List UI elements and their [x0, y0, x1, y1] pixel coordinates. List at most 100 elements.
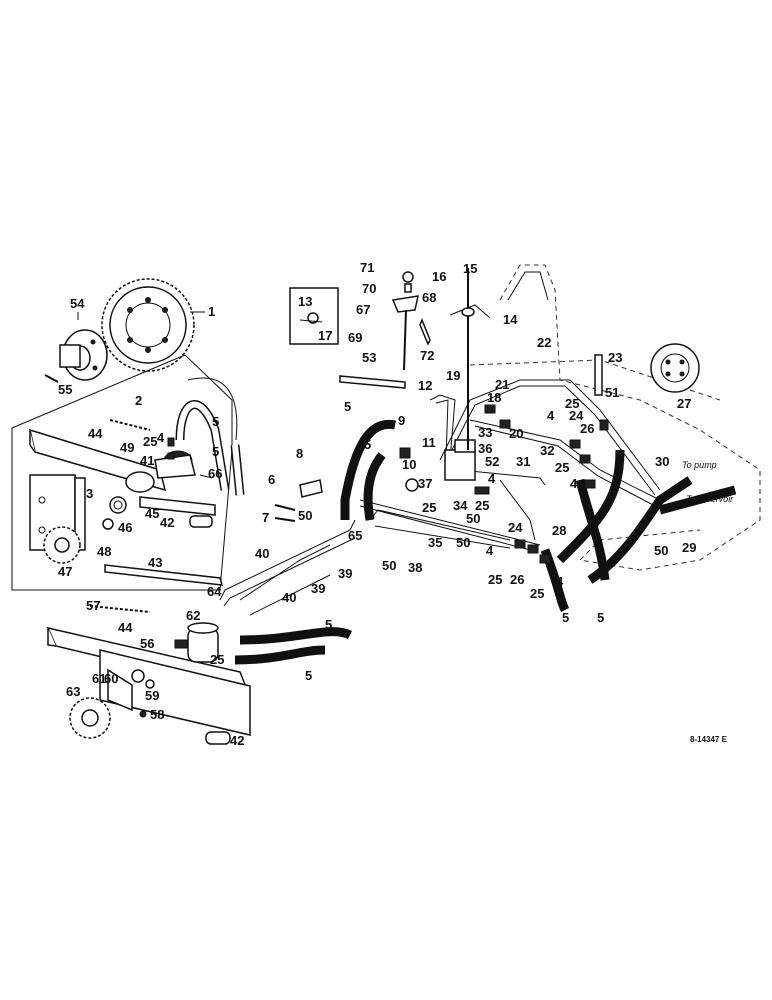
label-55: 55: [58, 382, 72, 397]
label-15: 15: [463, 261, 477, 276]
upper-small-parts: [274, 271, 700, 522]
label-37: 37: [418, 476, 432, 491]
label-5-d: 5: [325, 617, 332, 632]
label-24-a: 24: [569, 408, 584, 423]
label-4-d: 4: [570, 476, 578, 491]
label-20: 20: [509, 426, 523, 441]
label-4-c: 4: [547, 408, 555, 423]
label-21: 21: [495, 377, 509, 392]
label-43: 43: [148, 555, 162, 570]
label-5-h: 5: [597, 610, 604, 625]
label-54: 54: [70, 296, 85, 311]
hub-part: [44, 312, 108, 383]
label-42-a: 42: [160, 515, 174, 530]
label-12: 12: [418, 378, 432, 393]
label-69: 69: [348, 330, 362, 345]
label-2: 2: [135, 393, 142, 408]
figure-reference: 8-14347 E: [690, 735, 728, 744]
label-34: 34: [453, 498, 468, 513]
label-33: 33: [478, 425, 492, 440]
label-46: 46: [118, 520, 132, 535]
label-40-b: 40: [282, 590, 296, 605]
control-valve: [399, 268, 609, 564]
label-59: 59: [145, 688, 159, 703]
label-50-d: 50: [466, 511, 480, 526]
label-27: 27: [677, 396, 691, 411]
label-26-a: 26: [580, 421, 594, 436]
label-8: 8: [296, 446, 303, 461]
label-1: 1: [208, 304, 215, 319]
label-4-b: 4: [488, 471, 496, 486]
label-39-b: 39: [338, 566, 352, 581]
hose-assemblies: [234, 419, 737, 665]
label-22: 22: [537, 335, 551, 350]
label-14: 14: [503, 312, 518, 327]
label-23: 23: [608, 350, 622, 365]
label-5-a: 5: [212, 414, 219, 429]
label-5-f: 5: [364, 437, 371, 452]
label-9: 9: [398, 413, 405, 428]
label-48: 48: [97, 544, 111, 559]
label-51: 51: [605, 385, 619, 400]
label-10: 10: [402, 457, 416, 472]
label-7: 7: [262, 510, 269, 525]
label-70: 70: [362, 281, 376, 296]
label-53: 53: [362, 350, 376, 365]
label-31: 31: [516, 454, 530, 469]
label-72: 72: [420, 348, 434, 363]
label-25-c: 25: [475, 498, 489, 513]
steel-lines: [219, 379, 661, 616]
label-25-g: 25: [488, 572, 502, 587]
label-4-f: 4: [556, 574, 564, 589]
label-25-b: 25: [210, 652, 224, 667]
label-41: 41: [140, 453, 154, 468]
label-26-b: 26: [510, 572, 524, 587]
label-17: 17: [318, 328, 332, 343]
label-32: 32: [540, 443, 554, 458]
label-65: 65: [348, 528, 362, 543]
label-61: 61: [92, 671, 106, 686]
label-25-h: 25: [530, 586, 544, 601]
label-45: 45: [145, 506, 159, 521]
annotation-to-reservoir: To reservoir: [686, 494, 734, 504]
label-50-c: 50: [456, 535, 470, 550]
label-24-b: 24: [508, 520, 523, 535]
label-64: 64: [207, 584, 222, 599]
label-71: 71: [360, 260, 374, 275]
label-3: 3: [86, 486, 93, 501]
label-16: 16: [432, 269, 446, 284]
label-19: 19: [446, 368, 460, 383]
label-36: 36: [478, 441, 492, 456]
label-25-a: 25: [143, 434, 157, 449]
label-50-e: 50: [654, 543, 668, 558]
label-28: 28: [552, 523, 566, 538]
annotation-to-pump: To pump: [682, 460, 717, 470]
label-5-b: 5: [212, 444, 219, 459]
label-25-d: 25: [422, 500, 436, 515]
label-6: 6: [268, 472, 275, 487]
lower-motor-assembly: [46, 605, 251, 745]
label-5-c: 5: [305, 668, 312, 683]
label-50-b: 50: [382, 558, 396, 573]
label-30: 30: [655, 454, 669, 469]
label-5-g: 5: [562, 610, 569, 625]
label-4-a: 4: [157, 430, 165, 445]
label-47: 47: [58, 564, 72, 579]
label-66: 66: [208, 466, 222, 481]
label-44-b: 44: [118, 620, 133, 635]
label-67: 67: [356, 302, 370, 317]
label-58: 58: [150, 707, 164, 722]
sprocket-part: [101, 278, 205, 372]
label-62: 62: [186, 608, 200, 623]
callout-labels: 1 54 55 2 4 25 5 5 44 49 41 66 3 45 46 4…: [58, 260, 734, 748]
label-13: 13: [298, 294, 312, 309]
label-60: 60: [104, 671, 118, 686]
label-52: 52: [485, 454, 499, 469]
label-25-e: 25: [565, 396, 579, 411]
label-35: 35: [428, 535, 442, 550]
label-57: 57: [86, 598, 100, 613]
label-18: 18: [487, 390, 501, 405]
label-44-a: 44: [88, 426, 103, 441]
